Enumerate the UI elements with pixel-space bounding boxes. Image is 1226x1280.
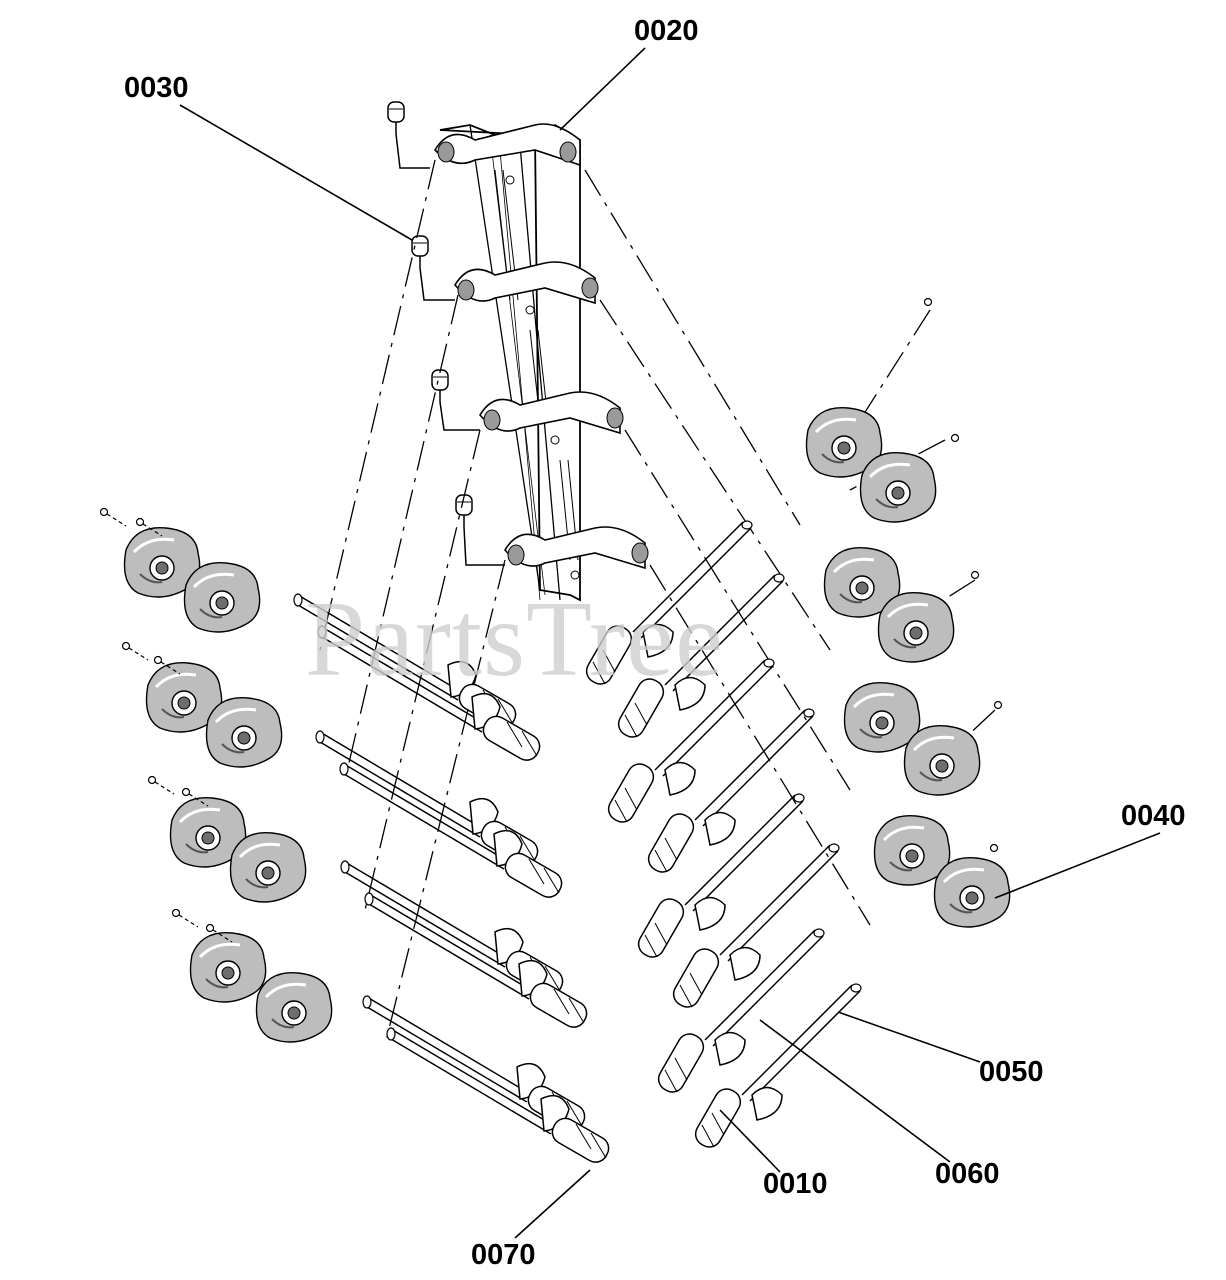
right-bearing-sets bbox=[805, 297, 1012, 929]
leader-lines bbox=[179, 47, 1161, 1239]
assembly-guide-lines bbox=[319, 159, 996, 1046]
callout-0050: 0050 bbox=[979, 1056, 1044, 1088]
partstree-watermark: PartsTree bbox=[305, 580, 725, 699]
left-bearing-sets bbox=[99, 507, 334, 1044]
shaft-assembly bbox=[433, 123, 649, 602]
callout-0040: 0040 bbox=[1121, 800, 1186, 832]
callout-0060: 0060 bbox=[935, 1158, 1000, 1190]
callout-0010: 0010 bbox=[763, 1168, 828, 1200]
callout-0070: 0070 bbox=[471, 1239, 536, 1271]
callout-0030: 0030 bbox=[124, 72, 189, 104]
callout-0020: 0020 bbox=[634, 15, 699, 47]
grease-fittings bbox=[387, 101, 505, 566]
